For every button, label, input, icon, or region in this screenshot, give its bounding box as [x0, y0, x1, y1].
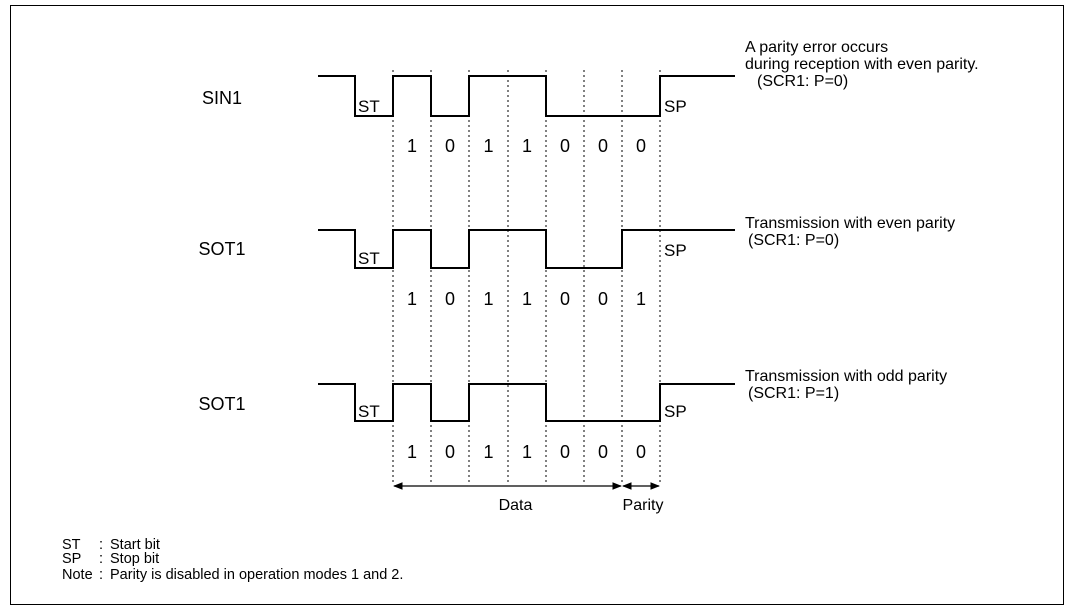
signal-label: SOT1: [198, 394, 245, 414]
annotation-line: Transmission with odd parity: [745, 368, 947, 385]
bit-separators: [392, 70, 661, 482]
start-bit-label: ST: [358, 402, 380, 421]
bit-value: 0: [598, 442, 608, 462]
bit-value: 1: [522, 136, 532, 156]
legend-text: Stop bit: [110, 551, 159, 567]
legend-separator: :: [99, 551, 103, 567]
bit-value: 1: [407, 136, 417, 156]
bit-value: 0: [560, 289, 570, 309]
bit-value: 1: [407, 442, 417, 462]
signal-label: SIN1: [202, 88, 242, 108]
bit-value: 0: [445, 442, 455, 462]
legend-separator: :: [99, 567, 103, 583]
bit-value: 0: [445, 289, 455, 309]
bit-value: 0: [445, 136, 455, 156]
bit-value: 0: [636, 442, 646, 462]
bit-value: 0: [560, 136, 570, 156]
annotation-line: during reception with even parity.: [745, 56, 979, 73]
legend-item: ST: Start bit: [62, 537, 160, 553]
signal-label: SOT1: [198, 239, 245, 259]
signal-waveform: [318, 75, 735, 117]
legend-text: Start bit: [110, 537, 160, 553]
legend-text: Parity is disabled in operation modes 1 …: [110, 567, 403, 583]
row-annotation: Transmission with odd parity(SCR1: P=1): [745, 368, 947, 402]
bit-value: 1: [483, 289, 493, 309]
legend-item: SP: Stop bit: [62, 551, 159, 567]
bit-value: 1: [407, 289, 417, 309]
bit-value: 1: [483, 442, 493, 462]
diagram-frame: [10, 5, 1064, 605]
data-range-label: Data: [499, 497, 533, 514]
timing-row: SOT1 ST SP 1 0 1 1 0 0 0 Transmission with odd par…: [198, 368, 947, 462]
annotation-line: (SCR1: P=1): [748, 385, 839, 402]
stop-bit-label: SP: [664, 241, 687, 260]
annotation-line: A parity error occurs: [745, 39, 888, 56]
annotation-line: (SCR1: P=0): [748, 232, 839, 249]
row-annotation: Transmission with even parity(SCR1: P=0): [745, 215, 955, 249]
bit-value: 1: [483, 136, 493, 156]
signal-waveform: [318, 229, 735, 269]
signal-waveform: [318, 383, 735, 422]
annotation-line: Transmission with even parity: [745, 215, 955, 232]
annotation-line: (SCR1: P=0): [757, 73, 848, 90]
bit-value: 0: [636, 136, 646, 156]
legend-separator: :: [99, 537, 103, 553]
stop-bit-label: SP: [664, 97, 687, 116]
bit-value: 1: [636, 289, 646, 309]
bit-value: 0: [598, 289, 608, 309]
legend-key: SP: [62, 551, 81, 567]
bit-value: 1: [522, 442, 532, 462]
bit-value: 1: [522, 289, 532, 309]
bit-value: 0: [598, 136, 608, 156]
parity-range-label: Parity: [623, 497, 664, 514]
stop-bit-label: SP: [664, 402, 687, 421]
legend-item: Note: Parity is disabled in operation mod…: [62, 567, 403, 583]
start-bit-label: ST: [358, 97, 380, 116]
start-bit-label: ST: [358, 249, 380, 268]
timing-row: SIN1 ST SP 1 0 1 1 0 0 0 A parity error occursduri…: [202, 39, 979, 156]
legend-key: ST: [62, 537, 81, 553]
legend-key: Note: [62, 567, 93, 583]
bit-value: 0: [560, 442, 570, 462]
range-arrows: Data Parity: [393, 482, 664, 514]
